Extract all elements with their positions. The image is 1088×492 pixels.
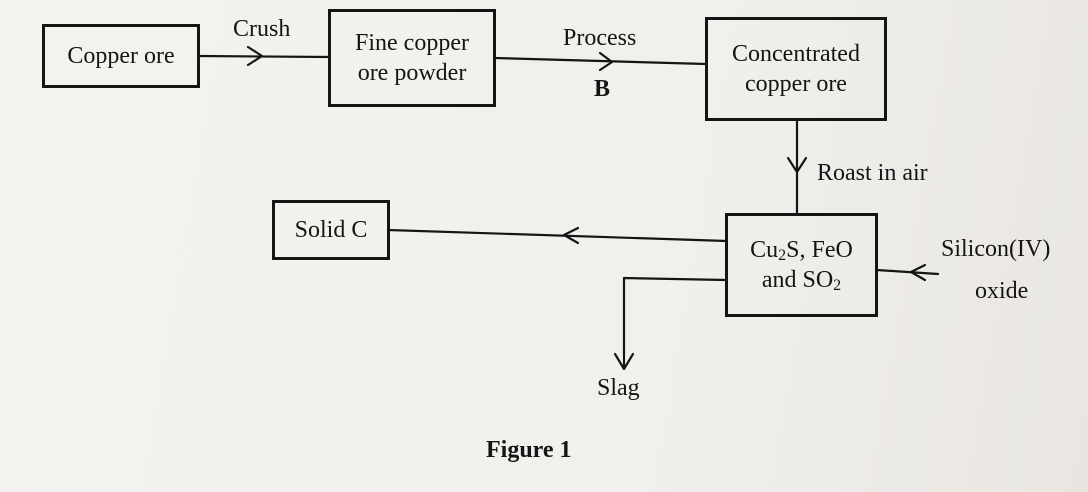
edge-slag-arrowhead	[613, 352, 635, 371]
label-roast-in-air: Roast in air	[817, 160, 928, 186]
node-fine-powder-line2: ore powder	[357, 60, 467, 86]
mixture-cu-text: Cu	[750, 237, 779, 263]
edge-process-arrowhead	[598, 51, 614, 72]
node-mixture-line2: and SO2	[762, 265, 841, 295]
figure-caption: Figure 1	[486, 437, 572, 463]
edge-process-line	[493, 56, 708, 66]
node-cu2s-feo-so2: Cu2S, FeO and SO2	[725, 213, 878, 317]
node-solid-c-label: Solid C	[294, 217, 368, 243]
edge-crush-arrowhead	[246, 45, 264, 67]
node-fine-copper-ore-powder: Fine copper ore powder	[328, 9, 496, 107]
node-solid-c: Solid C	[272, 200, 390, 260]
label-crush: Crush	[233, 16, 291, 42]
label-silicon-iv-line1: Silicon(IV)	[941, 236, 1051, 262]
node-mixture-line1: Cu2S, FeO	[750, 235, 853, 265]
edge-silicon-arrowhead	[909, 263, 927, 282]
edge-silicon-line	[875, 268, 940, 276]
label-slag: Slag	[597, 375, 640, 401]
node-concentrated-line2: copper ore	[745, 71, 847, 97]
label-silicon-iv-line2: oxide	[975, 278, 1029, 304]
label-process: Process	[563, 25, 637, 51]
node-fine-powder-line1: Fine copper	[355, 30, 469, 56]
mixture-cu-subscript: 2	[778, 247, 787, 264]
edge-slag-line	[622, 276, 728, 370]
node-concentrated-line1: Concentrated	[732, 41, 860, 67]
label-process-b: B	[594, 76, 611, 102]
edge-solid-c-arrowhead	[562, 226, 580, 245]
node-concentrated-copper-ore: Concentrated copper ore	[705, 17, 887, 121]
mixture-s-feo-text: S, FeO	[786, 237, 853, 263]
edge-roast-arrowhead	[786, 156, 808, 174]
node-copper-ore-label: Copper ore	[67, 43, 175, 69]
edge-crush-line	[196, 54, 332, 59]
mixture-so-subscript: 2	[833, 277, 842, 294]
edge-solid-c-line	[386, 228, 729, 243]
mixture-and-so-text: and SO	[761, 267, 834, 293]
node-copper-ore: Copper ore	[42, 24, 200, 88]
